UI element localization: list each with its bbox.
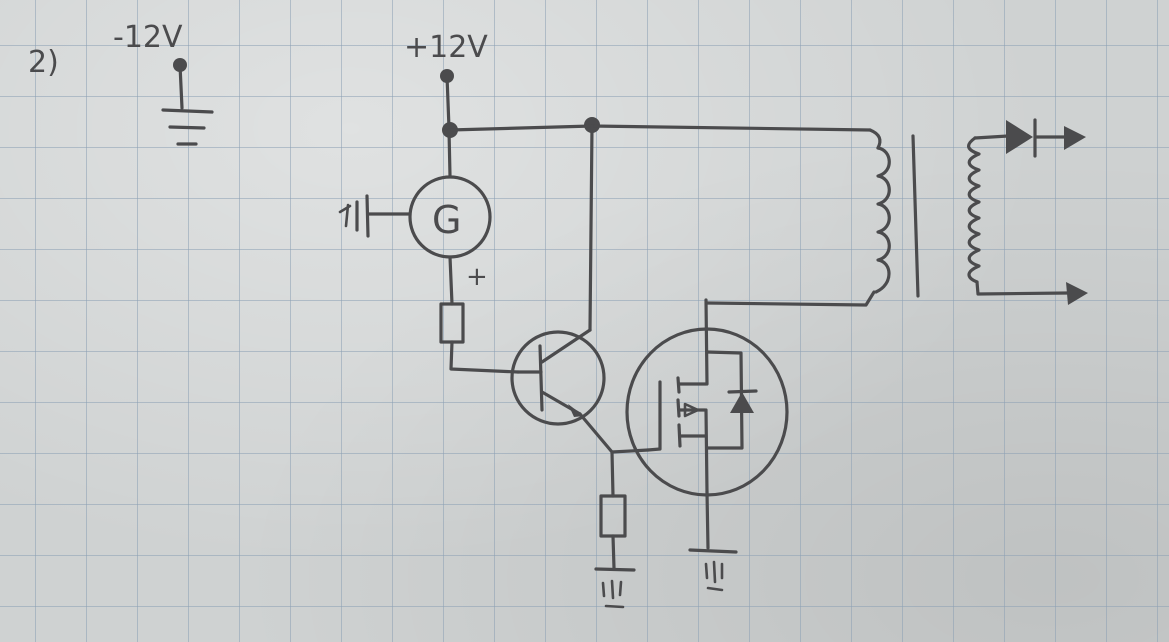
negative-supply-label: -12V	[113, 20, 183, 55]
transformer-secondary-coil	[967, 134, 1070, 296]
transformer-core	[911, 134, 920, 298]
emitter-resistor	[599, 494, 627, 538]
transformer-primary-coil	[874, 146, 891, 294]
supply-rail	[442, 117, 882, 150]
generator-polarity-mark: +	[466, 262, 488, 292]
base-resistor	[439, 302, 465, 344]
generator-output-wire	[448, 255, 454, 306]
output-diode	[1006, 118, 1070, 158]
positive-supply-terminal	[440, 69, 454, 130]
base-wire	[449, 340, 520, 374]
source-ground-wire	[705, 490, 710, 550]
mosfet	[625, 298, 789, 497]
emitter-resistor-lead	[610, 450, 615, 498]
generator-letter: G	[432, 198, 461, 242]
ground-symbol-emitter	[594, 567, 636, 609]
positive-supply-label: +12V	[404, 30, 488, 65]
ground-symbol-negative-supply	[161, 108, 214, 146]
ground-symbol-mosfet	[688, 548, 738, 592]
negative-supply-terminal	[173, 58, 187, 110]
problem-number-label: 2)	[28, 45, 59, 80]
generator-symbol: G	[408, 175, 492, 259]
generator-control-input	[338, 194, 412, 238]
npn-transistor	[510, 328, 606, 426]
collector-wire	[588, 124, 594, 332]
drain-to-coil-wire	[705, 290, 876, 307]
emitter-resistor-ground-wire	[611, 534, 616, 570]
output-arrow-bottom	[1066, 282, 1088, 305]
rail-to-generator-wire	[447, 128, 452, 178]
output-arrow-top	[1064, 126, 1086, 150]
emitter-to-gate-wire	[578, 412, 650, 454]
